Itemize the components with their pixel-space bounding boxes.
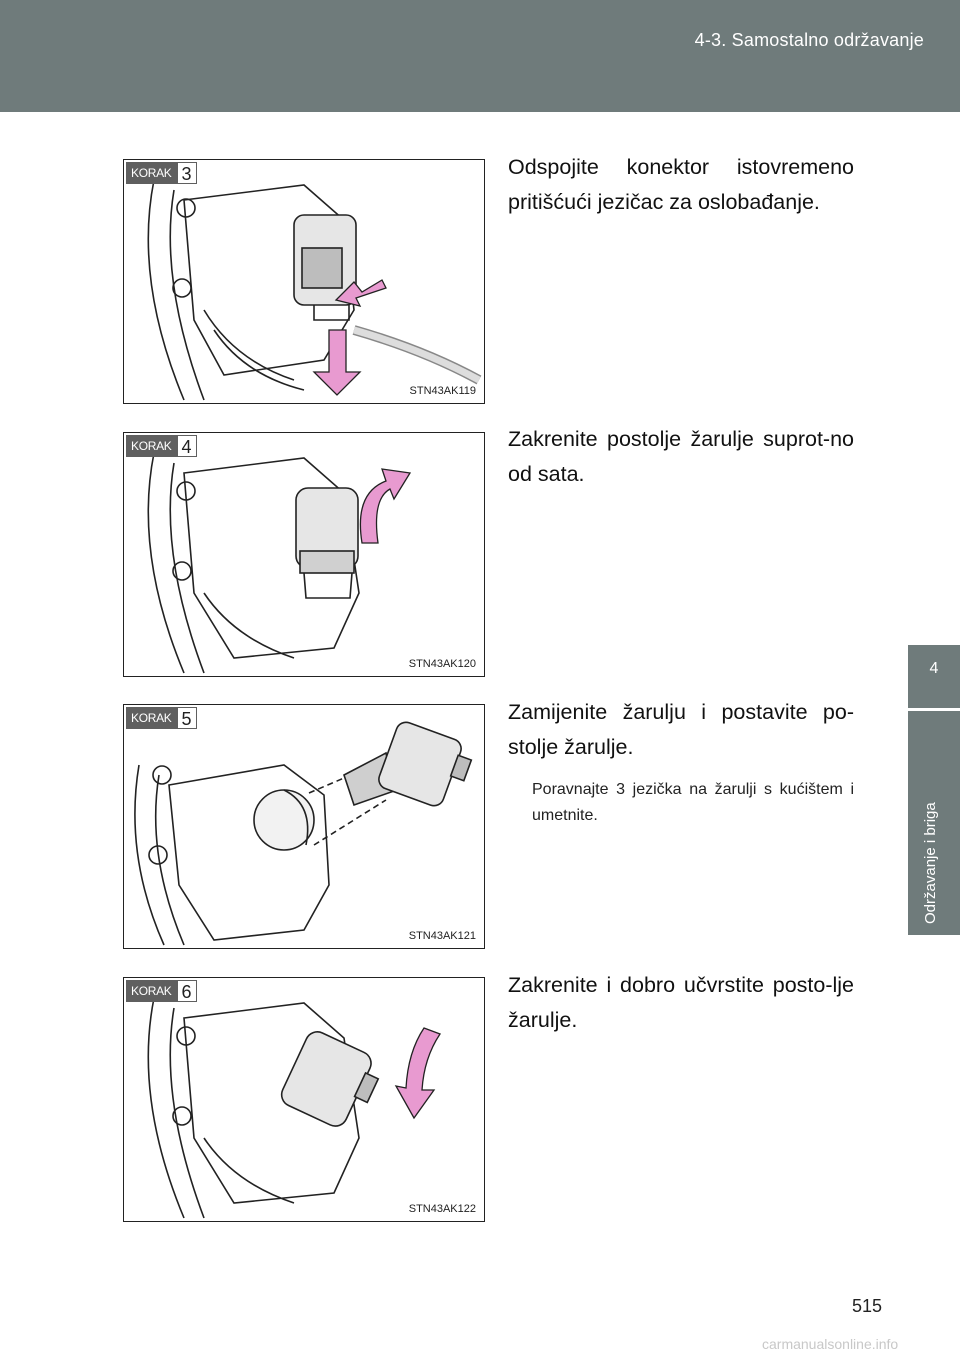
- step-5-text: Zamijenite žarulju i postavite po-stolje…: [508, 700, 854, 759]
- chapter-side-tab: [908, 645, 960, 935]
- step-badge: KORAK 4: [126, 435, 197, 457]
- figure-code: STN43AK120: [406, 658, 478, 670]
- arrow-rotate-cw-icon: [394, 1027, 441, 1120]
- figure-code: STN43AK121: [406, 930, 478, 942]
- bulb-secure-illustration: [147, 997, 441, 1219]
- step-badge: KORAK 3: [126, 162, 197, 184]
- step-4-figure: KORAK 4 STN43AK120: [123, 432, 485, 677]
- arrow-push-icon: [334, 279, 387, 307]
- step-3-figure: KORAK 3 STN43AK119: [123, 159, 485, 404]
- bulb-replacement-illustration: [134, 721, 473, 946]
- step-4-text: Zakrenite postolje žarulje suprot-no od …: [508, 427, 854, 486]
- step-badge-number: 3: [176, 162, 197, 184]
- step-badge-word: KORAK: [126, 980, 177, 1002]
- arrow-down-icon: [312, 329, 362, 396]
- step-5-figure: KORAK 5 STN43AK121: [123, 704, 485, 949]
- step-badge-word: KORAK: [126, 162, 177, 184]
- step-3-text: Odspojite konektor istovremeno pritišćuć…: [508, 155, 854, 214]
- chapter-number: 4: [929, 660, 939, 677]
- step-badge-number: 6: [176, 980, 197, 1002]
- arrow-rotate-ccw-icon: [359, 468, 412, 544]
- step-badge-number: 5: [176, 707, 197, 729]
- page-header: 4-3. Samostalno održavanje: [0, 0, 960, 112]
- side-tab-divider: [908, 708, 960, 711]
- step-badge-number: 4: [176, 435, 197, 457]
- watermark: carmanualsonline.info: [762, 1336, 899, 1352]
- page-number: 515: [852, 1296, 883, 1316]
- figure-code: STN43AK119: [407, 385, 478, 397]
- chapter-title: Održavanje i briga: [922, 802, 939, 924]
- step-6-text: Zakrenite i dobro učvrstite posto-lje ža…: [508, 973, 854, 1032]
- headlight-bulb-socket-illustration: [147, 452, 412, 674]
- step-5-note: Poravnajte 3 jezička na žarulji s kućišt…: [532, 781, 854, 824]
- step-badge-word: KORAK: [126, 435, 177, 457]
- section-title: 4-3. Samostalno održavanje: [694, 30, 924, 50]
- step-badge: KORAK 6: [126, 980, 197, 1002]
- step-badge: KORAK 5: [126, 707, 197, 729]
- step-badge-word: KORAK: [126, 707, 177, 729]
- step-6-figure: KORAK 6 STN43AK122: [123, 977, 485, 1222]
- headlight-connector-illustration: [147, 179, 482, 401]
- figure-code: STN43AK122: [406, 1203, 478, 1215]
